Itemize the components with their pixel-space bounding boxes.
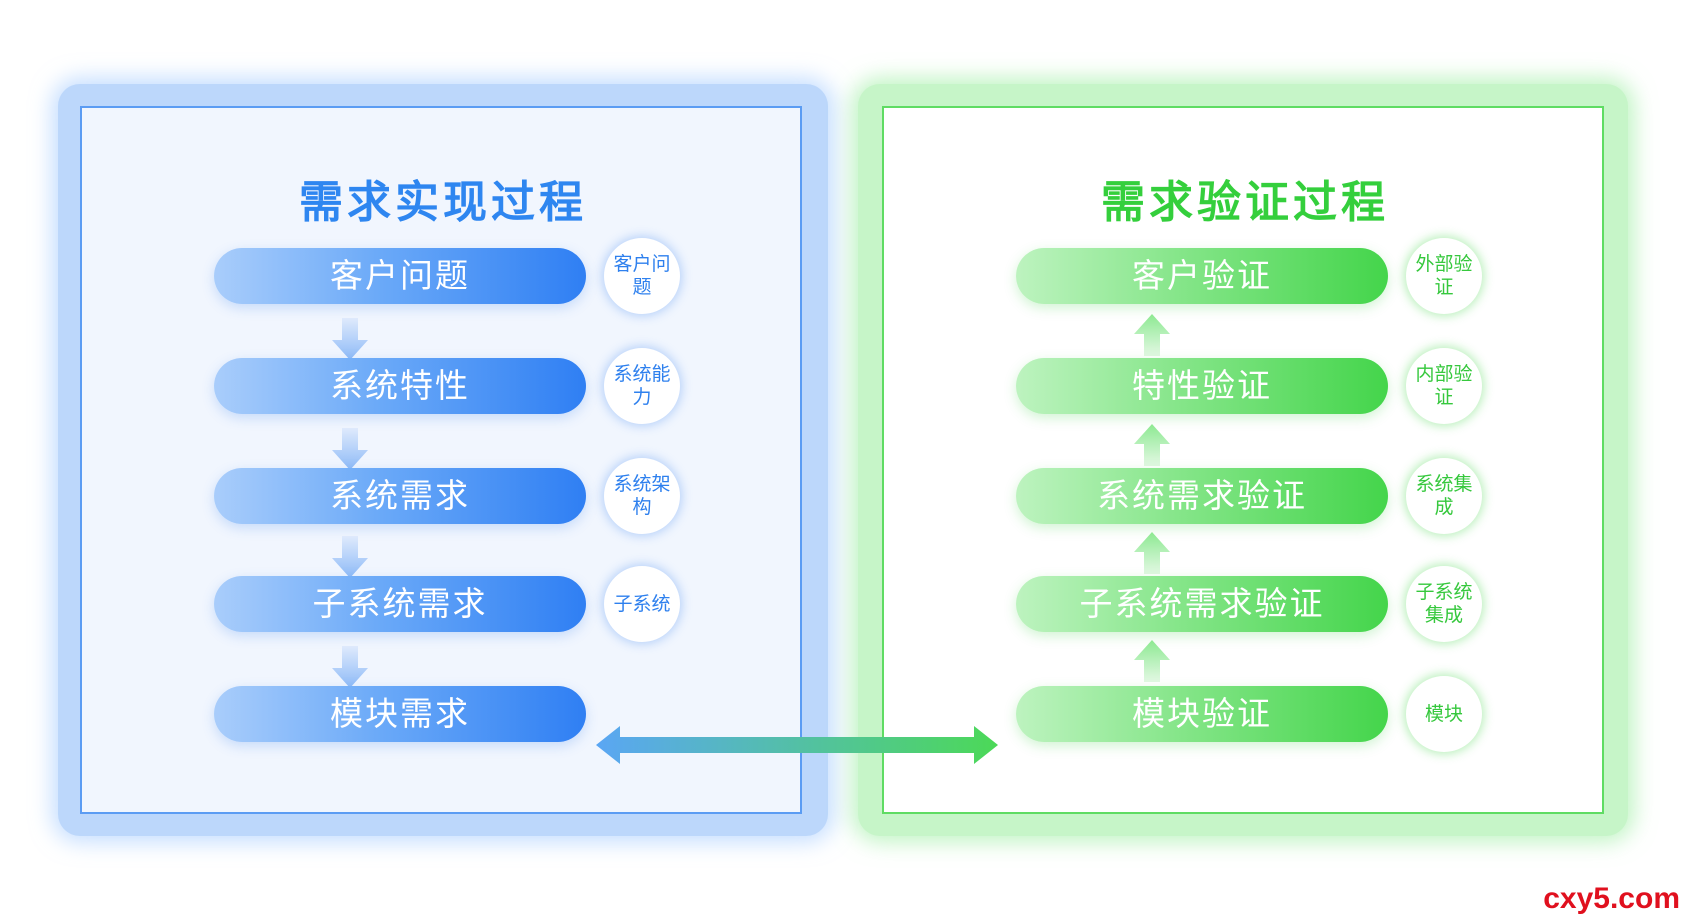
down-arrow-icon	[332, 428, 368, 470]
step-feature-verification: 特性验证	[1016, 358, 1388, 414]
step-module-requirement: 模块需求	[214, 686, 586, 742]
step-subsystem-requirement-verification: 子系统需求验证	[1016, 576, 1388, 632]
badge-subsystem: 子系统	[604, 566, 680, 642]
badge-subsystem-integration: 子系统集成	[1406, 566, 1482, 642]
up-arrow-icon	[1134, 424, 1170, 466]
badge-external-verification: 外部验证	[1406, 238, 1482, 314]
badge-system-architecture: 系统架构	[604, 458, 680, 534]
verification-panel: 需求验证过程 客户验证 外部验证 特性验证 内部验证 系统需求验证 系统集成 子…	[882, 106, 1604, 814]
step-module-verification: 模块验证	[1016, 686, 1388, 742]
down-arrow-icon	[332, 646, 368, 688]
step-system-feature: 系统特性	[214, 358, 586, 414]
badge-module: 模块	[1406, 676, 1482, 752]
badge-system-capability: 系统能力	[604, 348, 680, 424]
step-system-requirement: 系统需求	[214, 468, 586, 524]
badge-internal-verification: 内部验证	[1406, 348, 1482, 424]
step-system-requirement-verification: 系统需求验证	[1016, 468, 1388, 524]
watermark: cxy5.com	[1543, 882, 1680, 915]
badge-customer-problem: 客户问题	[604, 238, 680, 314]
step-customer-problem: 客户问题	[214, 248, 586, 304]
down-arrow-icon	[332, 318, 368, 360]
up-arrow-icon	[1134, 532, 1170, 574]
step-subsystem-requirement: 子系统需求	[214, 576, 586, 632]
implementation-panel: 需求实现过程 客户问题 客户问题 系统特性 系统能力 系统需求 系统架构 子系统…	[80, 106, 802, 814]
bidirectional-arrow-icon	[596, 726, 998, 764]
up-arrow-icon	[1134, 640, 1170, 682]
verification-title: 需求验证过程	[1101, 177, 1389, 228]
up-arrow-icon	[1134, 314, 1170, 356]
down-arrow-icon	[332, 536, 368, 578]
step-customer-verification: 客户验证	[1016, 248, 1388, 304]
implementation-title: 需求实现过程	[299, 177, 587, 228]
badge-system-integration: 系统集成	[1406, 458, 1482, 534]
